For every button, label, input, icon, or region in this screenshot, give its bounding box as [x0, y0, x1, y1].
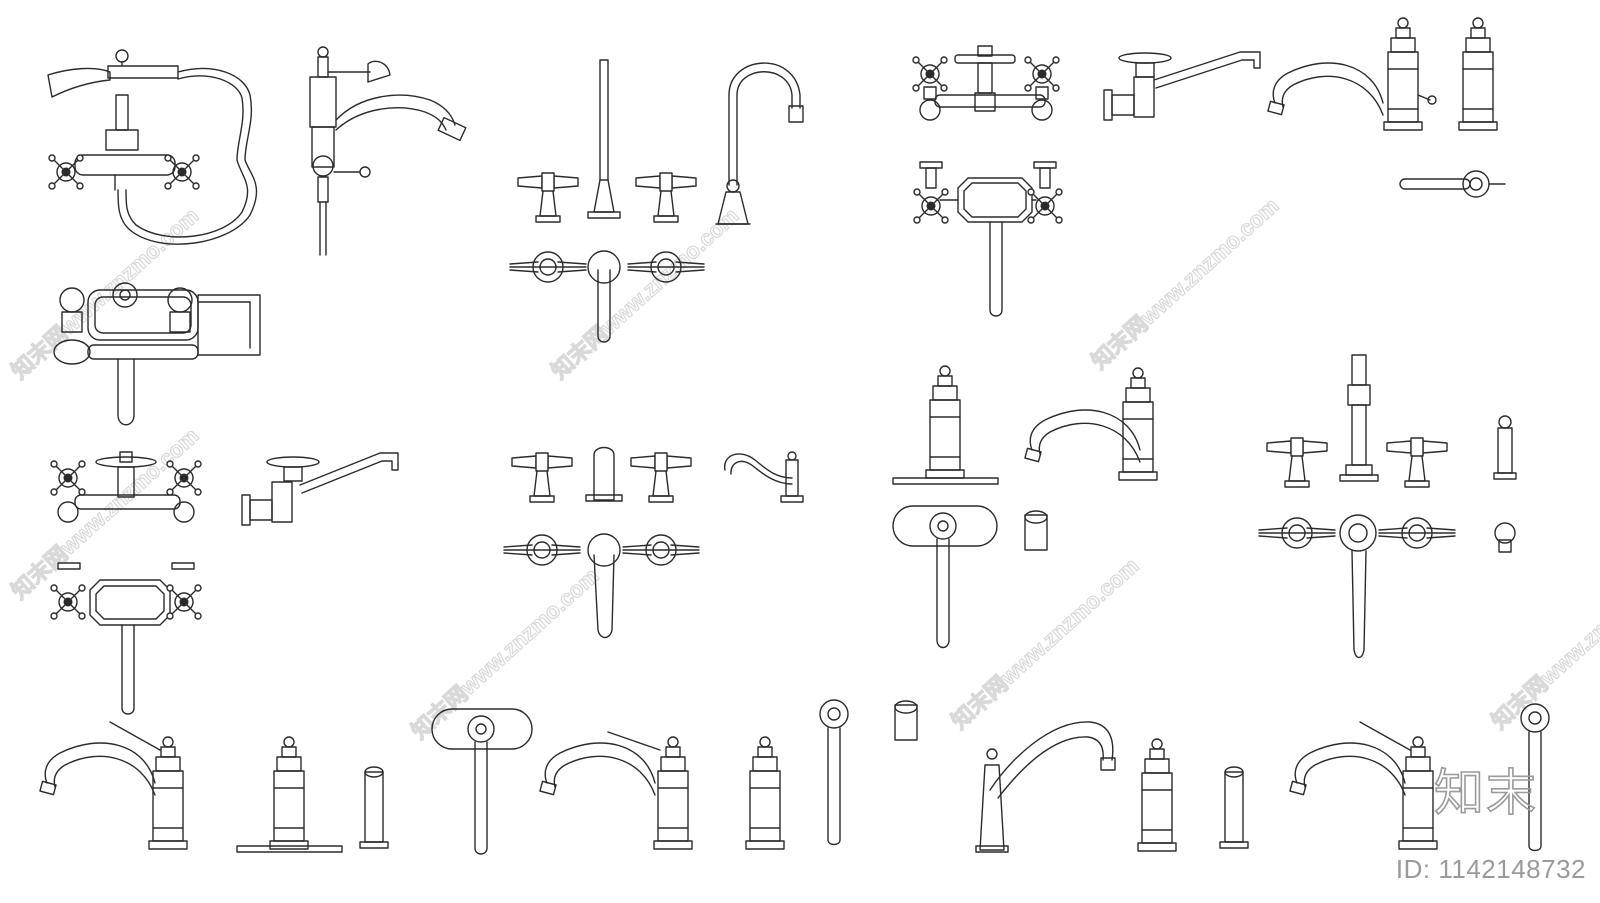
shower-mixer-with-hose: [47, 49, 258, 245]
single-lever-faucet-set: [1258, 354, 1517, 659]
wall-mixer-with-soap-dish: [50, 562, 202, 715]
wall-mount-swing-spout: [241, 452, 399, 526]
wall-mount-bridge-faucet: [912, 45, 1060, 121]
pull-out-spray: [431, 708, 533, 855]
gooseneck-faucet: [724, 451, 804, 503]
deck-bridge-faucet-tall: [309, 46, 467, 256]
single-lever-faucet-set: [1267, 17, 1506, 198]
gooseneck-faucet: [715, 62, 804, 225]
wall-mount-swing-spout: [1103, 51, 1261, 121]
brand-watermark: 知末: [1433, 763, 1538, 823]
deck-bridge-faucet-tall: [892, 365, 1158, 649]
single-lever-faucet-set: [503, 446, 700, 639]
deck-bridge-faucet-tall: [1289, 703, 1550, 852]
asset-id-label: ID: 1142148732: [1395, 854, 1586, 884]
watermark-pattern: [6, 192, 1600, 745]
wall-mount-bridge-faucet: [53, 282, 261, 426]
deck-bridge-faucet-tall: [39, 721, 389, 853]
gooseneck-faucet: [975, 721, 1249, 853]
deck-bridge-faucet-tall: [539, 699, 918, 850]
three-hole-widespread-set: [509, 59, 705, 343]
wall-mount-bridge-faucet: [50, 451, 202, 523]
wall-mixer-with-soap-dish: [913, 161, 1063, 317]
